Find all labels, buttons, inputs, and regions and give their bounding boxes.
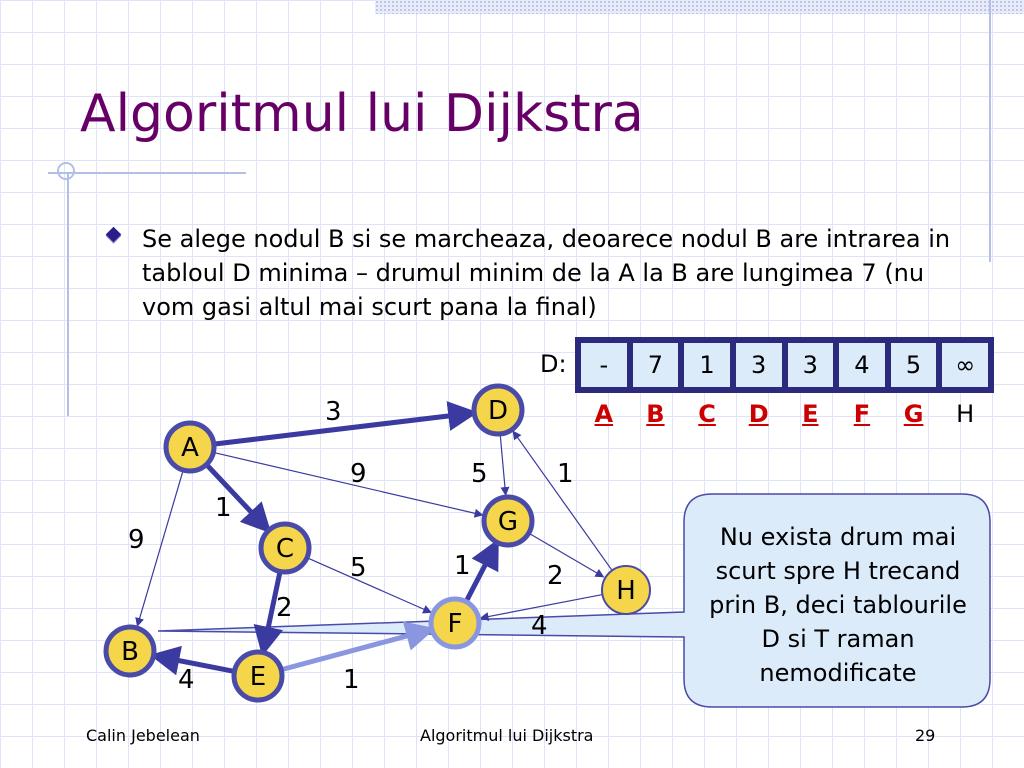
node-c: C xyxy=(258,521,312,575)
node-circle-c xyxy=(258,521,312,575)
node-d: D xyxy=(471,383,525,437)
edge-h-d xyxy=(512,430,613,571)
edge-weight-e-f: 1 xyxy=(343,665,360,695)
node-a: A xyxy=(163,420,217,474)
edge-f-g xyxy=(463,538,499,603)
edge-weight-c-e: 2 xyxy=(276,593,293,623)
node-label-h: H xyxy=(616,576,636,606)
edge-weight-a-g: 9 xyxy=(350,459,367,489)
edge-weight-h-f: 4 xyxy=(531,611,548,641)
header-b: B xyxy=(646,400,665,428)
distance-cell-a: - xyxy=(581,343,627,387)
edge-e-b xyxy=(149,645,235,676)
node-e: E xyxy=(231,649,285,703)
edge-c-e xyxy=(253,570,283,657)
edge-weight-a-d: 3 xyxy=(325,397,342,427)
node-label-e: E xyxy=(250,662,266,692)
node-label-c: C xyxy=(276,534,294,564)
node-circle-a xyxy=(163,420,217,474)
edge-c-f xyxy=(306,557,433,614)
header-a: A xyxy=(594,400,614,428)
node-circle-g xyxy=(481,494,535,548)
node-circle-f xyxy=(428,596,482,650)
edge-a-b xyxy=(135,469,184,627)
node-circle-b xyxy=(103,624,157,678)
edge-a-d xyxy=(213,401,479,447)
distance-cell-h: ∞ xyxy=(942,343,988,387)
callout-text: Nu exista drum mai scurt spre H trecand … xyxy=(709,523,967,687)
bullet-text: Se alege nodul B si se marcheaza, deoare… xyxy=(142,225,951,321)
distance-cell-d: 3 xyxy=(735,343,782,387)
header-c: C xyxy=(698,400,716,428)
node-circle-e xyxy=(231,649,285,703)
edge-e-f xyxy=(280,621,436,673)
edge-weight-c-f: 5 xyxy=(350,553,367,583)
edge-weight-f-g: 1 xyxy=(454,551,471,581)
title-underline xyxy=(48,172,246,174)
edge-a-c xyxy=(204,462,272,534)
node-b: B xyxy=(103,624,157,678)
node-circle-d xyxy=(471,383,525,437)
footer-author: Calin Jebelean xyxy=(86,726,200,745)
node-label-a: A xyxy=(181,433,199,463)
distance-table-label: D: xyxy=(540,350,567,378)
node-label-g: G xyxy=(498,507,518,537)
footer-page-number: 29 xyxy=(915,726,936,745)
distance-table: - 7 1 3 3 4 5 ∞ xyxy=(575,337,994,393)
edge-weight-h-d: 1 xyxy=(557,459,574,489)
node-label-d: D xyxy=(488,396,508,426)
edge-weight-e-b: 4 xyxy=(178,665,195,695)
distance-table-headers: A B C D E F G H xyxy=(581,400,988,428)
node-label-f: F xyxy=(448,609,463,639)
callout-bubble xyxy=(157,493,991,708)
node-label-b: B xyxy=(121,637,139,667)
edge-d-g xyxy=(499,433,510,497)
right-vertical-rule xyxy=(989,0,991,262)
edge-h-f xyxy=(479,593,603,621)
footer-title: Algoritmul lui Dijkstra xyxy=(420,726,594,745)
distance-cell-b: 7 xyxy=(632,343,679,387)
left-vertical-rule xyxy=(67,172,69,416)
header-f: F xyxy=(853,400,871,428)
distance-cell-c: 1 xyxy=(684,343,730,387)
header-h: H xyxy=(956,400,975,428)
title-target-circle xyxy=(57,162,75,180)
distance-cell-e: 3 xyxy=(787,343,834,387)
edge-weight-a-b: 9 xyxy=(128,525,145,555)
node-circle-h xyxy=(601,565,651,615)
edge-weight-g-h: 2 xyxy=(547,561,564,591)
slide-title: Algoritmul lui Dijkstra xyxy=(80,84,644,144)
distance-cell-g: 5 xyxy=(890,343,937,387)
edge-weight-a-c: 1 xyxy=(215,493,232,523)
edge-g-h xyxy=(528,532,605,578)
node-g: G xyxy=(481,494,535,548)
node-f: F xyxy=(428,596,482,650)
header-d: D xyxy=(748,400,769,428)
edge-a-g xyxy=(213,451,484,518)
top-dotted-band xyxy=(375,0,1024,14)
distance-cell-f: 4 xyxy=(839,343,885,387)
header-e: E xyxy=(802,400,819,428)
node-h: H xyxy=(601,565,651,615)
edge-weight-d-g: 5 xyxy=(471,459,488,489)
header-g: G xyxy=(903,400,924,428)
